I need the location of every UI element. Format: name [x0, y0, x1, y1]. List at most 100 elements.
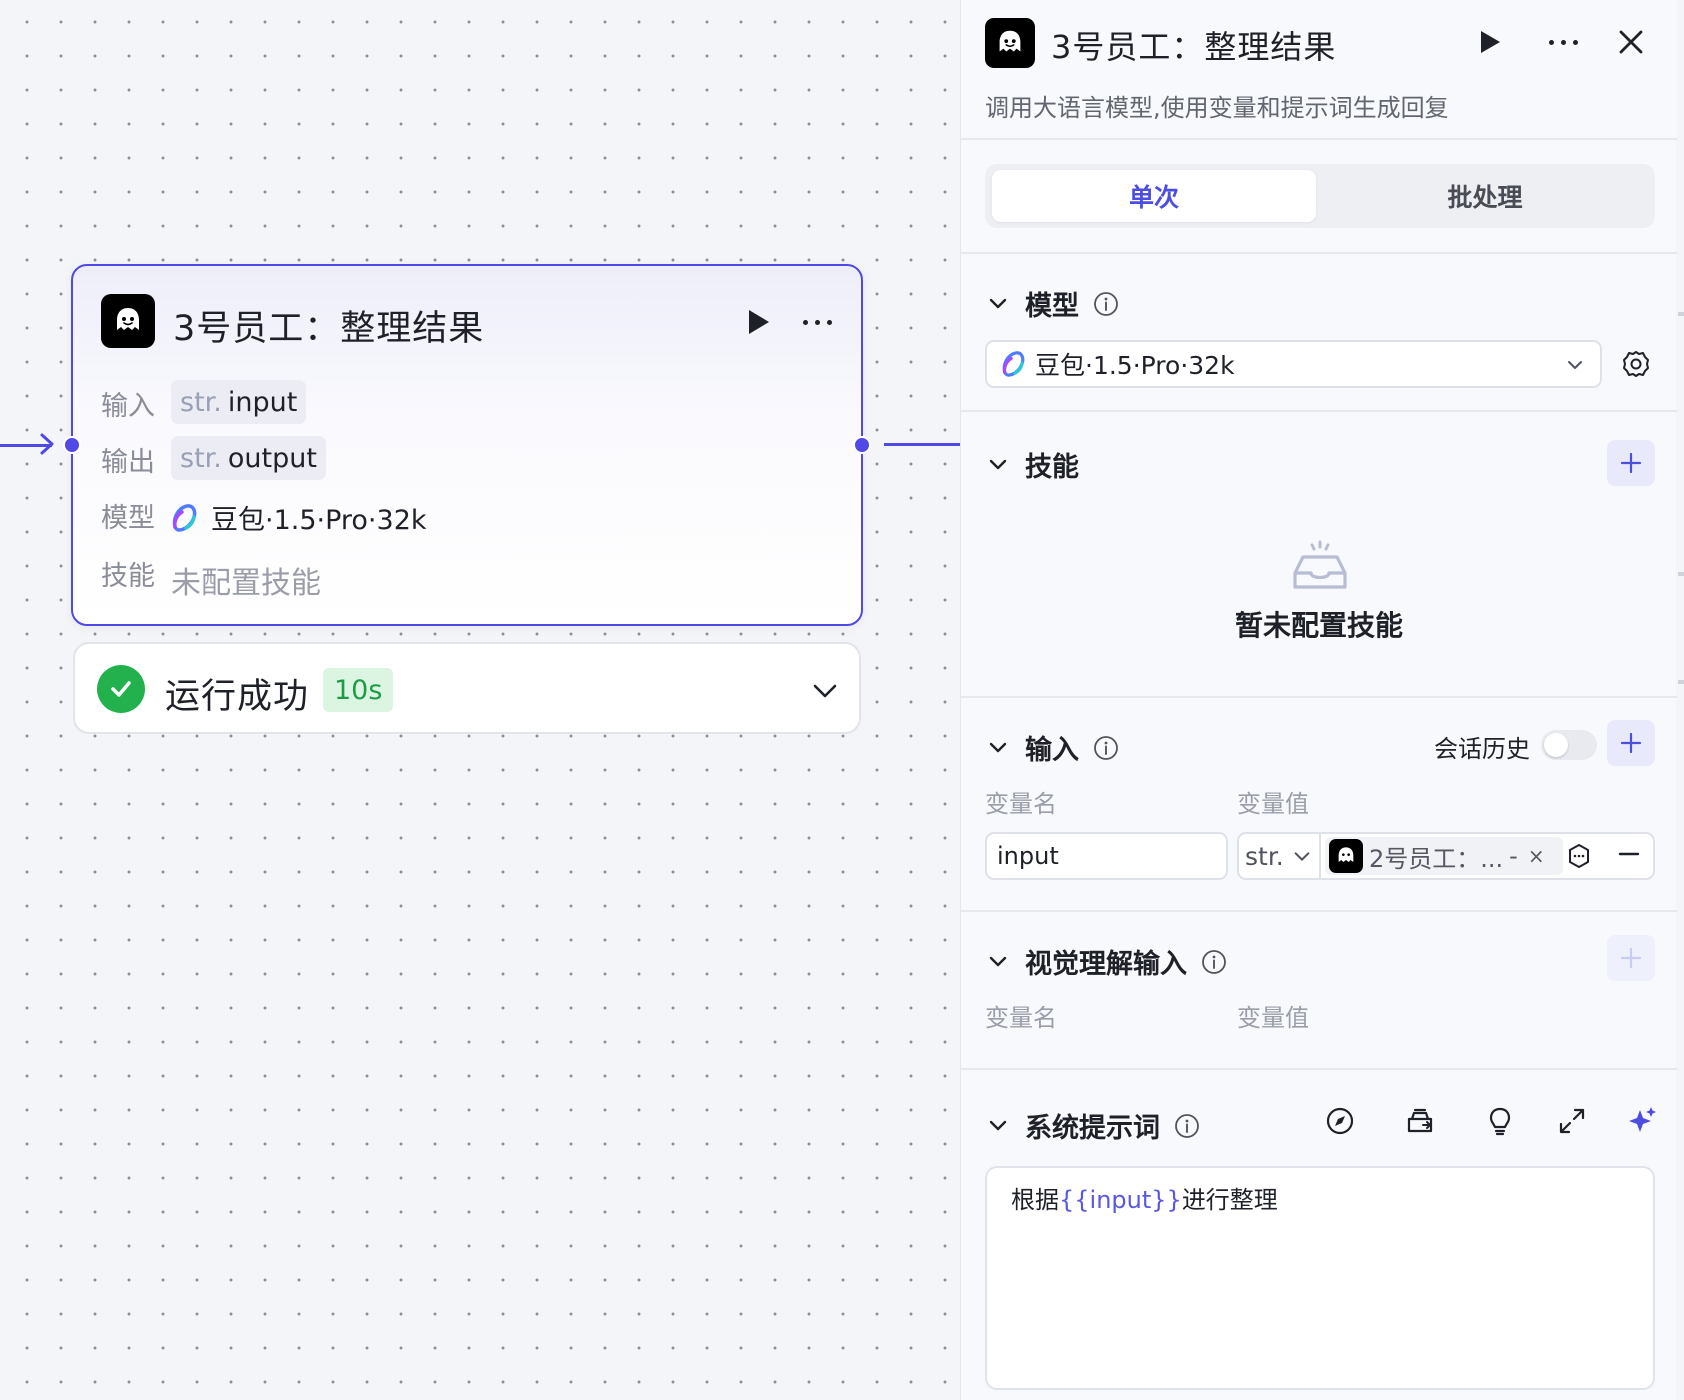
chevron-down-icon[interactable] — [985, 735, 1011, 761]
tab-batch[interactable]: 批处理 — [1447, 183, 1523, 212]
variable-value-field: str. 2号员工：... - × — [1237, 832, 1655, 880]
close-icon[interactable] — [1613, 24, 1649, 60]
compass-icon[interactable] — [1323, 1104, 1357, 1138]
input-variable-chip: str. input — [171, 380, 307, 424]
output-type: str. — [180, 442, 222, 474]
divider — [961, 696, 1677, 698]
output-variable-chip: str. output — [171, 436, 326, 480]
add-input-button[interactable] — [1607, 720, 1655, 766]
scrollbar-marker — [1678, 312, 1684, 316]
chevron-down-icon[interactable] — [810, 676, 840, 706]
variable-reference-chip[interactable]: 2号员工：... - × — [1325, 837, 1563, 875]
gear-icon[interactable] — [1621, 349, 1651, 379]
variable-type-select[interactable]: str. — [1239, 834, 1321, 878]
chevron-down-icon — [1568, 361, 1582, 369]
add-vision-input-button[interactable] — [1607, 935, 1655, 981]
plus-icon — [1620, 947, 1642, 969]
mode-tabs: 单次 批处理 — [985, 164, 1655, 228]
variable-name-input[interactable] — [985, 832, 1228, 880]
output-name: output — [227, 442, 317, 474]
scrollbar-marker — [1678, 680, 1684, 684]
info-icon[interactable] — [1174, 1113, 1200, 1139]
vision-section-title: 视觉理解输入 — [1025, 949, 1187, 980]
node-model: 豆包·1.5·Pro·32k — [171, 498, 427, 537]
ghost-avatar-icon — [985, 18, 1035, 68]
tab-single[interactable]: 单次 — [992, 170, 1316, 222]
minus-icon[interactable] — [1613, 838, 1645, 870]
close-icon[interactable]: × — [1527, 844, 1545, 868]
variable-type: str. — [1245, 841, 1284, 871]
play-icon[interactable] — [739, 304, 775, 340]
plus-icon — [1620, 452, 1642, 474]
info-icon[interactable] — [1093, 735, 1119, 761]
vision-variable-value-header: 变量值 — [1237, 1004, 1309, 1032]
prompt-text-before: 根据 — [1011, 1186, 1059, 1214]
node-title: 3号员工：整理结果 — [173, 309, 485, 349]
skill-label: 技能 — [101, 561, 155, 592]
lightbulb-icon[interactable] — [1483, 1104, 1517, 1138]
conversation-history-toggle[interactable] — [1541, 730, 1597, 760]
input-port[interactable] — [63, 436, 81, 454]
model-section-header: 模型 — [985, 284, 1119, 323]
vision-variable-name-header: 变量名 — [985, 1004, 1057, 1032]
variable-reference-suffix: - — [1509, 842, 1518, 870]
ghost-avatar-icon — [101, 294, 155, 348]
chevron-down-icon[interactable] — [985, 291, 1011, 317]
info-icon[interactable] — [1093, 291, 1119, 317]
input-section-title: 输入 — [1025, 735, 1079, 766]
prompt-text-after: 进行整理 — [1181, 1186, 1278, 1214]
ai-sparkle-icon[interactable] — [1625, 1104, 1659, 1138]
input-name: input — [227, 386, 298, 418]
variable-name-header: 变量名 — [985, 790, 1057, 818]
add-skill-button[interactable] — [1607, 440, 1655, 486]
prompt-section-title: 系统提示词 — [1025, 1113, 1160, 1144]
prompt-variable: {{input}} — [1059, 1186, 1182, 1214]
system-prompt-editor[interactable]: 根据{{input}}进行整理 — [985, 1166, 1655, 1390]
scrollbar-marker — [1678, 572, 1684, 576]
incoming-edge — [0, 444, 52, 447]
arrow-right-icon — [40, 433, 54, 455]
more-horizontal-icon[interactable] — [795, 304, 839, 340]
divider — [961, 1068, 1677, 1070]
panel-title: 3号员工：整理结果 — [1051, 28, 1337, 66]
output-label: 输出 — [101, 447, 155, 478]
panel-header: 3号员工：整理结果 调用大语言模型,使用变量和提示词生成回复 — [961, 0, 1677, 140]
chevron-down-icon[interactable] — [985, 1113, 1011, 1139]
vision-section-header: 视觉理解输入 — [985, 942, 1227, 981]
selected-model-name: 豆包·1.5·Pro·32k — [1035, 351, 1235, 380]
expand-icon[interactable] — [1555, 1104, 1589, 1138]
divider — [961, 410, 1677, 412]
conversation-history-label: 会话历史 — [1434, 735, 1530, 763]
more-horizontal-icon[interactable] — [1541, 24, 1585, 60]
model-select[interactable]: 豆包·1.5·Pro·32k — [985, 340, 1602, 388]
divider — [961, 910, 1677, 912]
node-model-name: 豆包·1.5·Pro·32k — [211, 505, 427, 536]
variable-value-header: 变量值 — [1237, 790, 1309, 818]
input-section-header: 输入 — [985, 728, 1119, 767]
play-icon[interactable] — [1471, 24, 1507, 60]
divider — [961, 252, 1677, 254]
output-port[interactable] — [853, 436, 871, 454]
llm-node-card[interactable]: 3号员工：整理结果 输入 str. input 输出 str. output 模… — [71, 264, 863, 626]
skill-section-title: 技能 — [1025, 452, 1079, 483]
panel-description: 调用大语言模型,使用变量和提示词生成回复 — [985, 94, 1449, 122]
run-time-badge: 10s — [323, 668, 394, 712]
chevron-down-icon — [1294, 852, 1310, 861]
model-label: 模型 — [101, 503, 155, 534]
run-status-bar[interactable]: 运行成功 10s — [73, 642, 861, 734]
info-icon[interactable] — [1201, 949, 1227, 975]
chevron-down-icon[interactable] — [985, 949, 1011, 975]
skill-empty-text: 暂未配置技能 — [1234, 609, 1403, 642]
input-type: str. — [180, 386, 222, 418]
model-section-title: 模型 — [1025, 291, 1079, 322]
skill-value: 未配置技能 — [171, 566, 321, 601]
plus-icon — [1620, 732, 1642, 754]
doubao-logo-icon — [1002, 351, 1025, 377]
node-config-panel: 3号员工：整理结果 调用大语言模型,使用变量和提示词生成回复 单次 批处理 模型… — [960, 0, 1677, 1400]
chevron-down-icon[interactable] — [985, 452, 1011, 478]
status-text: 运行成功 — [165, 677, 310, 717]
template-library-icon[interactable] — [1403, 1104, 1437, 1138]
doubao-logo-icon — [172, 503, 197, 532]
outgoing-edge — [884, 443, 960, 446]
variable-pick-icon[interactable] — [1565, 842, 1593, 870]
